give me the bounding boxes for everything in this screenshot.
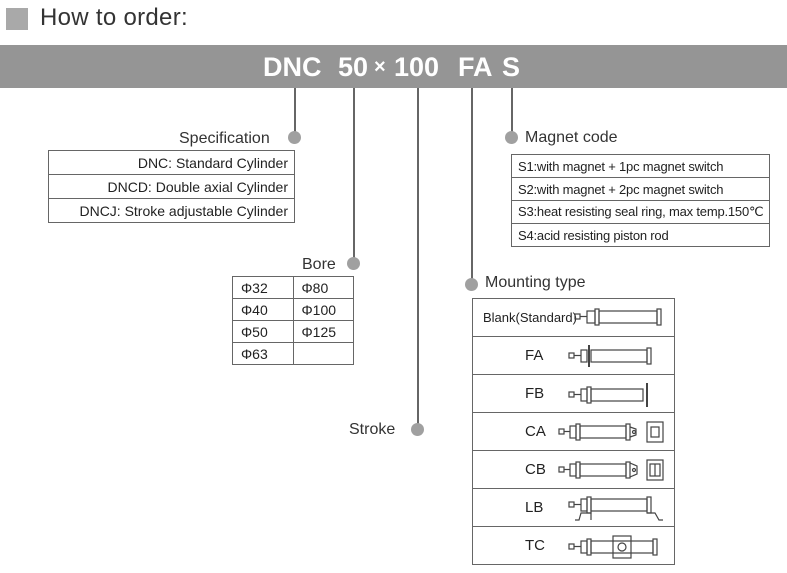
cylinder-single-clevis-icon [558,421,664,443]
table-cell: S2:with magnet + 2pc magnet switch [510,177,771,201]
mount-name: Blank(Standard) [483,310,577,325]
table-row: DNC: Standard Cylinder [48,150,295,175]
table-row: FA [473,337,674,375]
spec-connector-line [294,88,296,136]
table-row: Blank(Standard) [473,299,674,337]
mount-connector-line [471,88,473,284]
mount-name: LB [525,499,544,516]
table-row: DNCD: Double axial Cylinder [48,174,295,199]
table-row: Φ63 [232,342,354,365]
table-cell: DNCD: Double axial Cylinder [48,174,295,199]
mount-name: FA [525,347,544,364]
table-row: S2:with magnet + 2pc magnet switch [510,177,771,201]
table-row: S3:heat resisting seal ring, max temp.15… [510,200,771,224]
cylinder-trunnion-icon [568,535,658,559]
cylinder-foot-mount-icon [568,496,663,521]
table-row: S1:with magnet + 1pc magnet switch [510,154,771,178]
specification-label: Specification [179,130,270,147]
table-row: TC [473,527,674,564]
magnet-connector-line [511,88,513,138]
table-cell: S1:with magnet + 1pc magnet switch [510,154,771,178]
mounting-type-table: Blank(Standard) FA FB [472,298,675,565]
header-square-icon [6,8,28,30]
table-row: CA [473,413,674,451]
cylinder-double-clevis-icon [558,459,664,481]
table-cell: Φ32 [232,276,294,299]
table-cell: Φ40 [232,298,294,321]
magnet-dot-icon [505,131,518,144]
table-cell [292,342,354,365]
mount-name: CB [525,461,546,478]
table-cell: Φ125 [292,320,354,343]
table-cell: S4:acid resisting piston rod [510,223,771,247]
table-row: DNCJ: Stroke adjustable Cylinder [48,198,295,223]
code-mount: FA [458,52,493,82]
bore-dot-icon [347,257,360,270]
magnet-code-label: Magnet code [525,129,618,146]
mounting-type-label: Mounting type [485,274,586,291]
mounting-dot-icon [465,278,478,291]
mount-name: TC [525,537,545,554]
code-model: DNC [263,52,322,82]
table-cell: Φ50 [232,320,294,343]
table-row: CB [473,451,674,489]
table-row: S4:acid resisting piston rod [510,223,771,247]
code-bore: 50 [338,52,369,82]
mount-name: CA [525,423,546,440]
stroke-dot-icon [411,423,424,436]
code-times: × [374,56,386,78]
specification-dot-icon [288,131,301,144]
code-magnet: S [502,52,521,82]
page-title: How to order: [40,4,188,31]
table-cell: Φ100 [292,298,354,321]
table-cell: DNC: Standard Cylinder [48,150,295,175]
code-stroke: 100 [394,52,440,82]
table-cell: Φ63 [232,342,294,365]
order-code-bar [0,45,787,88]
table-cell: Φ80 [292,276,354,299]
cylinder-front-flange-icon [568,345,652,367]
mount-name: FB [525,385,545,402]
table-row: FB [473,375,674,413]
stroke-connector-line [417,88,419,430]
stroke-label: Stroke [349,421,396,438]
table-cell: S3:heat resisting seal ring, max temp.15… [510,200,771,224]
magnet-code-table: S1:with magnet + 1pc magnet switch S2:wi… [510,154,771,247]
table-row: LB [473,489,674,527]
bore-label: Bore [302,256,336,273]
specification-table: DNC: Standard Cylinder DNCD: Double axia… [48,150,295,223]
table-cell: DNCJ: Stroke adjustable Cylinder [48,198,295,223]
bore-connector-line [353,88,355,264]
cylinder-rear-flange-icon [568,383,648,407]
cylinder-standard-icon [574,308,662,326]
